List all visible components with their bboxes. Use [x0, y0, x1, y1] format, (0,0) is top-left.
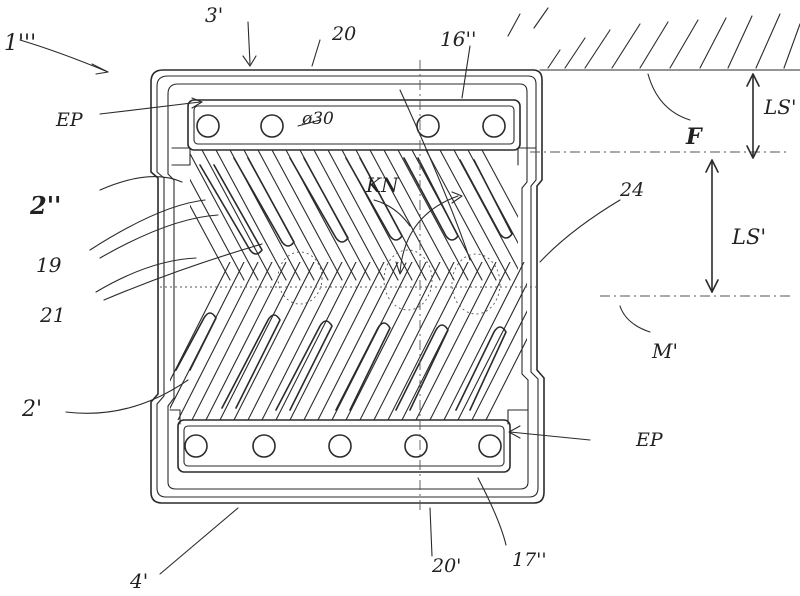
dimension-ls-top: [746, 73, 760, 159]
bottom-manifold: [169, 409, 529, 473]
port-circle: [252, 434, 276, 458]
port-circle: [184, 434, 208, 458]
label-top-edge: 3': [205, 3, 223, 27]
junction-detail-circles: [277, 249, 501, 315]
leader-lines: [19, 21, 691, 575]
label-lower-field: 2': [21, 397, 42, 422]
top-manifold: [171, 99, 537, 166]
label-f: F: [685, 124, 703, 150]
label-ls-top: LS': [763, 95, 796, 119]
upper-channel-field: [190, 150, 518, 281]
label-ref-24: 24: [619, 179, 644, 201]
port-circle: [416, 114, 440, 138]
port-circle: [404, 434, 428, 458]
port-circle: [482, 114, 506, 138]
label-bottom-seal: 20': [431, 555, 461, 577]
hatched-support: [507, 7, 800, 71]
label-top-seal: 20: [331, 23, 356, 45]
label-ep-top: EP: [55, 109, 84, 131]
port-circle: [328, 434, 352, 458]
label-channels: 19: [36, 253, 62, 277]
plate-outline: [150, 69, 545, 504]
label-bottom-manifold: 17'': [512, 549, 547, 571]
label-fig-ref: 1''': [4, 31, 36, 56]
label-upper-field: 2'': [29, 191, 61, 220]
label-m: M': [651, 339, 678, 363]
port-circle: [196, 114, 220, 138]
dimension-ls-mid: [705, 159, 719, 293]
lower-channel-field: [170, 262, 527, 420]
label-top-manifold: 16'': [440, 27, 476, 51]
port-circle: [260, 114, 284, 138]
label-port-dia: ø30: [301, 109, 334, 129]
label-ep-bottom: EP: [635, 429, 664, 451]
label-ls-mid: LS': [731, 225, 766, 249]
label-bottom-edge: 4': [129, 569, 148, 593]
label-ribs: 21: [39, 303, 65, 327]
port-circle: [478, 434, 502, 458]
label-kn: KN: [365, 173, 400, 197]
